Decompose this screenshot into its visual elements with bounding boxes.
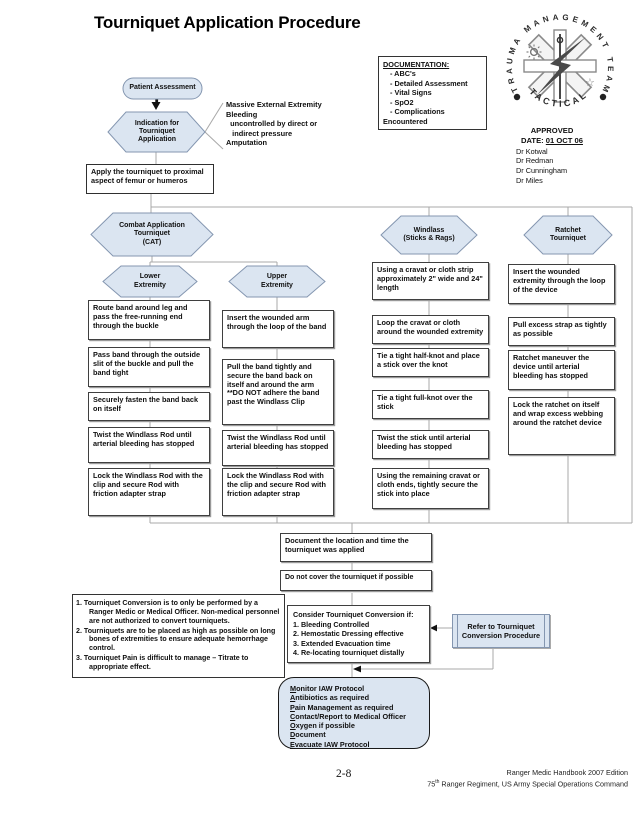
consider-title: Consider Tourniquet Conversion if: [293, 610, 414, 619]
step-box: Loop the cravat or cloth around the woun… [372, 315, 489, 344]
trauma-team-logo: ☆ TRAUMA MANAGEMENT TEAM TACTICAL [505, 13, 615, 109]
step-box: Tie a tight full-knot over the stick [372, 390, 489, 419]
windlass-branch-node: Windlass (Sticks & Rags) [403, 226, 455, 242]
documentation-item: - SpO2 [390, 97, 414, 107]
footer-line1: Ranger Medic Handbook 2007 Edition [506, 768, 628, 777]
rod-loop [556, 36, 564, 44]
consider-item: 3. Extended Evacuation time [293, 638, 391, 648]
step-box: Pull the band tightly and secure the ban… [222, 359, 334, 425]
monitor-line: Oxygen if possible [290, 721, 355, 731]
step-box: Lock the Windlass Rod with the clip and … [88, 468, 210, 516]
refer-conversion-procedure-box: Refer to Tourniquet Conversion Procedure [452, 614, 550, 648]
page-title: Tourniquet Application Procedure [94, 13, 361, 32]
indication-hexagon [107, 111, 206, 153]
lightning-bolt-icon [537, 37, 586, 95]
left-arrow-icon [430, 624, 437, 632]
document-time-box: Document the location and time the tourn… [280, 533, 432, 562]
indication-criteria-text: Massive External Extremity Bleeding unco… [226, 100, 322, 148]
step-box: Pull excess strap as tightly as possible [508, 317, 615, 346]
decision-shapes [90, 77, 613, 298]
logo-dot-right [599, 93, 607, 101]
documentation-item: - ABC's [390, 69, 416, 79]
signatory: Dr Miles [516, 176, 543, 186]
documentation-suffix: Encountered [383, 116, 428, 126]
notes-box: 1. Tourniquet Conversion is to only be p… [72, 594, 285, 678]
signatory: Dr Cunningham [516, 166, 568, 176]
sun-rays-icon [526, 44, 542, 60]
ratchet-hexagon [523, 215, 613, 255]
step-box: Securely fasten the band back on itself [88, 392, 210, 421]
step-box: Using the remaining cravat or cloth ends… [372, 468, 489, 509]
indication-node: Indication for Tourniquet Application [134, 119, 180, 144]
windlass-hexagon [380, 215, 478, 255]
step-box: Insert the wounded extremity through the… [508, 264, 615, 304]
approval-date: DATE: 01 OCT 06 [521, 136, 583, 146]
page-number: 2-8 [336, 768, 352, 780]
step-box: Lock the ratchet on itself and wrap exce… [508, 397, 615, 455]
documentation-box: DOCUMENTATION: - ABC's - Detailed Assess… [378, 56, 487, 131]
left-arrow-icon [353, 665, 361, 673]
patient-assessment-node: Patient Assessment [129, 84, 196, 92]
step-box: Lock the Windlass Rod with the clip and … [222, 468, 334, 516]
step-box: Tie a tight half-knot and place a stick … [372, 348, 489, 377]
patient-assessment-shape [122, 77, 203, 100]
consider-conversion-box: Consider Tourniquet Conversion if: 1. Bl… [287, 605, 430, 663]
documentation-title: DOCUMENTATION: [383, 60, 450, 69]
ratchet-branch-node: Ratchet Tourniquet [549, 226, 587, 242]
down-arrow-icon [151, 102, 161, 110]
consider-item: 1. Bleeding Controlled [293, 619, 370, 629]
signatory: Dr Redman [516, 156, 554, 166]
signatory: Dr Kotwal [516, 146, 548, 156]
star-icon: ☆ [585, 77, 595, 89]
step-box: Pass band through the outside slit of th… [88, 347, 210, 387]
lower-extremity-hexagon [102, 265, 198, 298]
consider-item: 4. Re-locating tourniquet distally [293, 648, 405, 658]
step-box: Insert the wounded arm through the loop … [222, 310, 334, 348]
monitor-protocol-box: Monitor IAW Protocol Antibiotics as requ… [278, 677, 430, 749]
monitor-line: Monitor IAW Protocol [290, 684, 365, 693]
apply-tourniquet-box: Apply the tourniquet to proximal aspect … [86, 164, 214, 194]
step-box: Using a cravat or cloth strip approximat… [372, 262, 489, 300]
monitor-line: Contact/Report to Medical Officer [290, 711, 406, 721]
note-item: 3. Tourniquet Pain is difficult to manag… [76, 654, 249, 672]
lower-extremity-node: Lower Extremity [134, 273, 166, 289]
consider-item: 2. Hemostatic Dressing effective [293, 629, 404, 639]
step-box: Ratchet maneuver the device until arteri… [508, 350, 615, 390]
footer-line2: 75th Ranger Regiment, US Army Special Op… [427, 778, 628, 788]
step-box: Route band around leg and pass the free-… [88, 300, 210, 340]
monitor-line: Evacuate IAW Protocol [290, 739, 370, 749]
no-cover-box: Do not cover the tourniquet if possible [280, 570, 432, 591]
upper-extremity-node: Upper Extremity [261, 273, 293, 289]
logo-dot-left [513, 93, 521, 101]
footer-credit: Ranger Medic Handbook 2007 Edition 75th … [328, 768, 628, 789]
cat-hexagon [90, 212, 214, 257]
step-box: Twist the stick until arterial bleeding … [372, 430, 489, 459]
monitor-line: Pain Management as required [290, 702, 394, 712]
sun-icon [529, 47, 539, 57]
upper-extremity-hexagon [228, 265, 326, 298]
approved-label: APPROVED [530, 126, 574, 135]
approval-block: APPROVED DATE: 01 OCT 06 Dr Kotwal Dr Re… [498, 126, 606, 186]
step-box: Twist the Windlass Rod until arterial bl… [222, 430, 334, 466]
documentation-item: - Complications [390, 107, 445, 117]
note-item: 2. Tourniquets are to be placed as high … [76, 626, 276, 653]
cat-branch-node: Combat Application Tourniquet (CAT) [119, 222, 185, 246]
documentation-item: - Vital Signs [390, 88, 432, 98]
monitor-line: Antibiotics as required [290, 693, 370, 703]
documentation-item: - Detailed Assessment [390, 78, 468, 88]
note-item: 1. Tourniquet Conversion is to only be p… [76, 599, 280, 625]
monitor-line: Document [290, 730, 326, 740]
step-box: Twist the Windlass Rod until arterial bl… [88, 427, 210, 463]
